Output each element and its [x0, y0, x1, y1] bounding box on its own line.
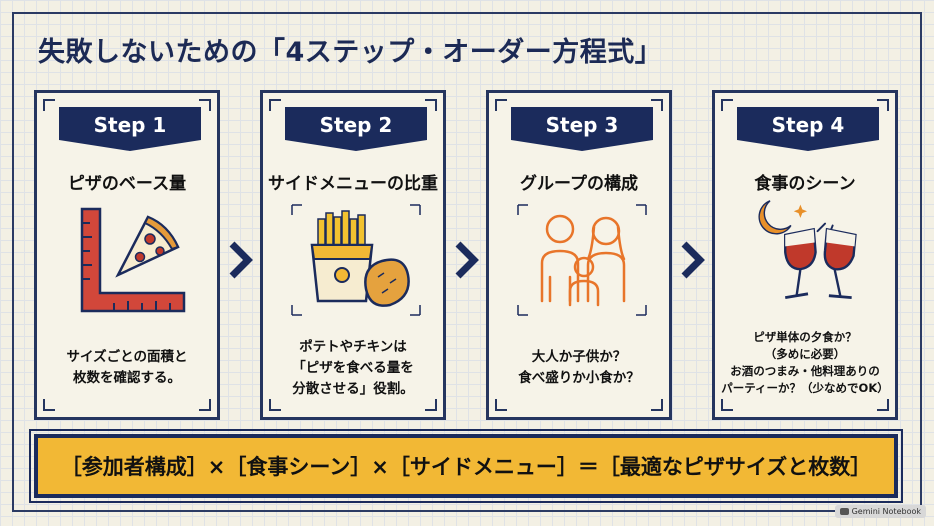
step-label: Step 3: [511, 107, 653, 151]
corner-mark: [495, 99, 507, 111]
badge-label: Gemini Notebook: [851, 507, 921, 516]
formula-text: ［参加者構成］×［食事シーン］×［サイドメニュー］＝［最適なピザサイズと枚数］: [60, 455, 872, 479]
step-label: Step 4: [737, 107, 879, 151]
corner-mark: [425, 399, 437, 411]
corner-mark: [269, 399, 281, 411]
corner-mark: [651, 99, 663, 111]
step-title: グループの構成: [520, 174, 638, 194]
corner-mark: [425, 99, 437, 111]
step-card-3: Step 3 グループの構成 大人か子供か？ 食べ盛りか小食か？: [486, 90, 672, 420]
step-label: Step 2: [285, 107, 427, 151]
corner-mark: [43, 99, 55, 111]
step-card-4: Step 4 食事のシーン ピザ単体の夕食か？ （多めに必要） お酒のつまみ・他…: [712, 90, 898, 420]
chevron-right-icon: [229, 241, 253, 279]
corner-mark: [199, 99, 211, 111]
step-description: ポテトやチキンは 「ピザを食べる量を 分散させる」役割。: [292, 339, 414, 397]
step-label: Step 1: [59, 107, 201, 151]
fries-chicken-icon: [291, 204, 421, 316]
step-description: サイズごとの面積と 枚数を確認する。: [66, 349, 188, 386]
corner-mark: [199, 399, 211, 411]
page-title: 失敗しないための「4ステップ・オーダー方程式」: [38, 37, 663, 68]
corner-mark: [721, 399, 733, 411]
ruler-pizza-icon: [80, 207, 186, 313]
corner-mark: [721, 99, 733, 111]
notebook-badge: Gemini Notebook: [834, 505, 926, 518]
chevron-right-icon: [681, 241, 705, 279]
step-title: サイドメニューの比重: [268, 174, 438, 194]
corner-mark: [651, 399, 663, 411]
moon-wine-icon: [758, 200, 857, 300]
formula-banner: ［参加者構成］×［食事シーン］×［サイドメニュー］＝［最適なピザサイズと枚数］: [29, 429, 903, 503]
chevron-right-icon: [455, 241, 479, 279]
corner-mark: [269, 99, 281, 111]
family-icon: [517, 204, 647, 316]
step-title: 食事のシーン: [754, 174, 856, 194]
corner-mark: [877, 399, 889, 411]
notebook-logo-icon: [839, 508, 849, 515]
step-card-1: Step 1 ピザのベース量 サイズごとの面積と 枚数を確認する。: [34, 90, 220, 420]
outer-frame: [12, 12, 922, 512]
step-card-2: Step 2 サイドメニューの比重 ポテトやチキンは 「ピザを食べる量を 分散さ…: [260, 90, 446, 420]
step-title: ピザのベース量: [67, 174, 187, 194]
corner-mark: [43, 399, 55, 411]
step-description: 大人か子供か？ 食べ盛りか小食か？: [518, 349, 640, 386]
corner-mark: [877, 99, 889, 111]
step-description: ピザ単体の夕食か？ （多めに必要） お酒のつまみ・他料理ありの パーティーか？（…: [721, 330, 889, 395]
corner-mark: [495, 399, 507, 411]
